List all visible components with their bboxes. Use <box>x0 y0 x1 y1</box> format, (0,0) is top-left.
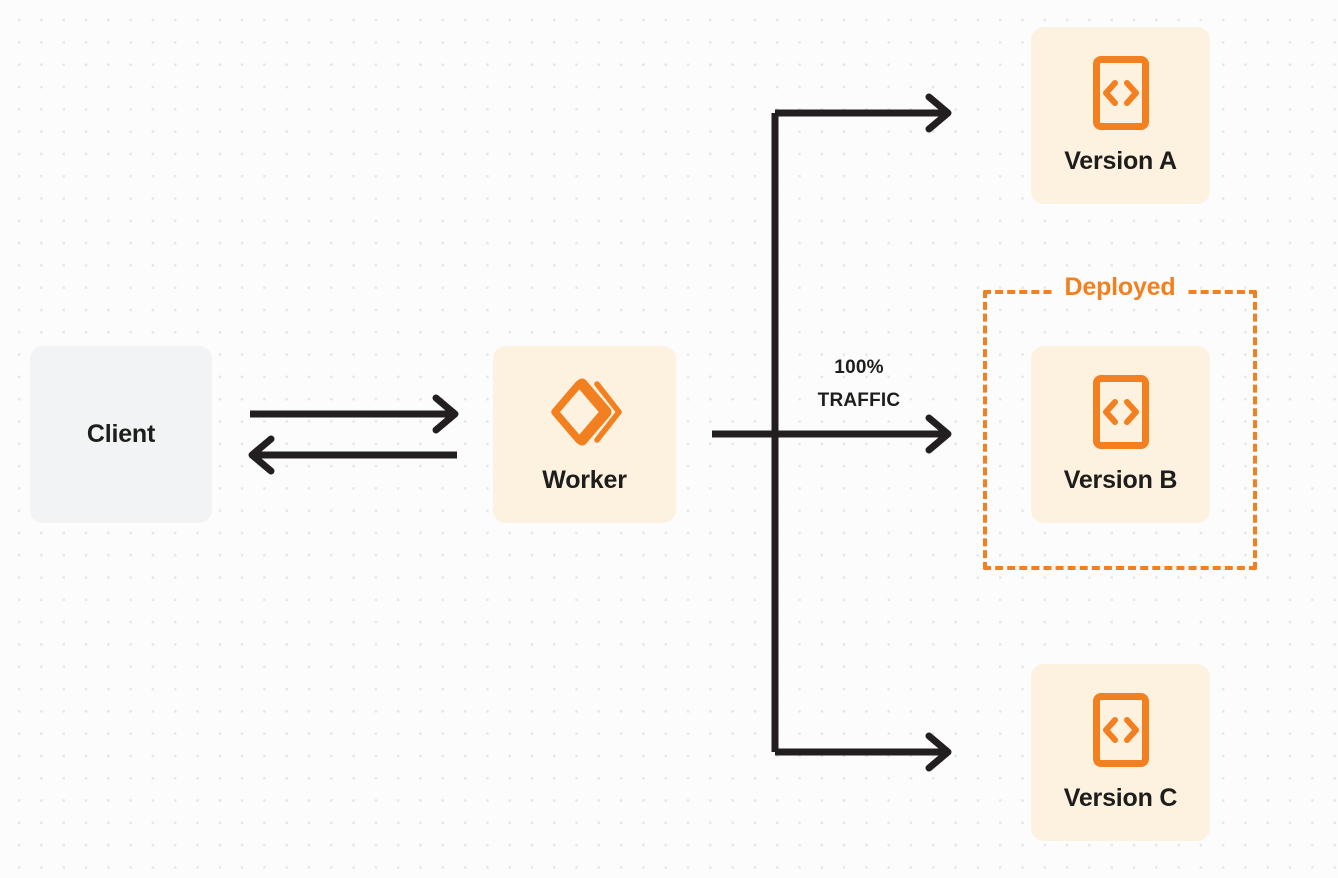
code-document-icon <box>1092 692 1150 768</box>
traffic-word: TRAFFIC <box>817 389 901 411</box>
node-version-b[interactable]: Version B <box>1031 346 1210 523</box>
traffic-percent: 100% <box>834 357 884 378</box>
edge-trunk-to-version-a <box>775 93 952 133</box>
traffic-label: 100% TRAFFIC <box>783 352 935 417</box>
deployed-group-label: Deployed <box>1053 273 1187 302</box>
code-document-icon <box>1092 374 1150 450</box>
code-document-icon <box>1092 55 1150 131</box>
node-version-b-label: Version B <box>1063 466 1178 494</box>
edge-client-to-worker <box>250 394 459 434</box>
node-version-c[interactable]: Version C <box>1031 664 1210 841</box>
edge-trunk-to-version-c <box>775 732 952 772</box>
node-worker-label: Worker <box>542 466 627 494</box>
edge-worker-to-client <box>248 435 457 475</box>
edge-worker-to-version-b <box>712 414 952 454</box>
deployed-group: Deployed <box>983 273 1257 570</box>
node-client-label: Client <box>86 420 156 448</box>
node-worker[interactable]: Worker <box>493 346 676 523</box>
node-version-a-label: Version A <box>1064 147 1177 175</box>
node-version-c-label: Version C <box>1063 784 1178 812</box>
node-client[interactable]: Client <box>30 346 212 523</box>
node-version-a[interactable]: Version A <box>1031 27 1210 204</box>
cloudflare-workers-logo-icon <box>547 374 623 450</box>
